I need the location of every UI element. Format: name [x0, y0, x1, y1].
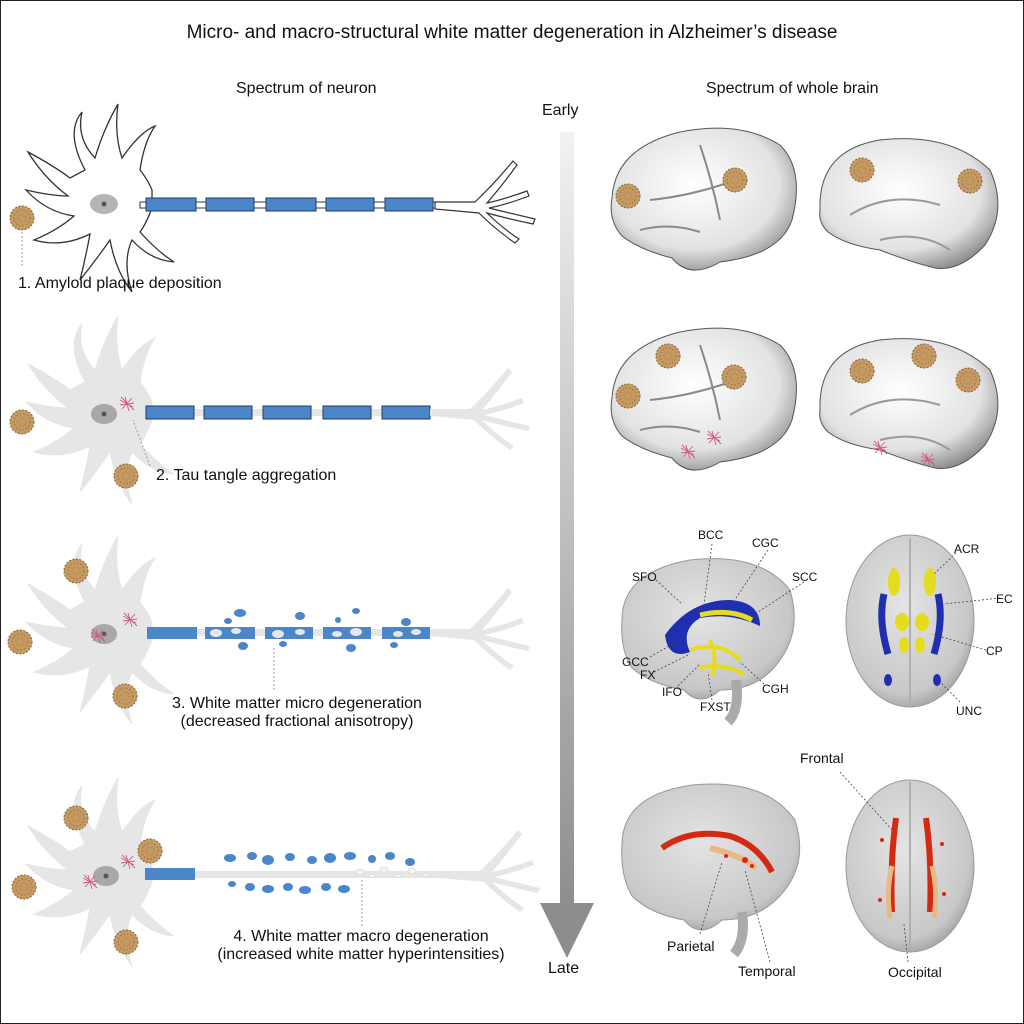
brain-medial-row-1	[819, 138, 999, 270]
brain-lateral-row-2	[610, 327, 797, 471]
region-label-temporal: Temporal	[738, 963, 796, 979]
neuron-row-1	[9, 103, 536, 293]
region-label-occipital: Occipital	[888, 964, 942, 980]
tract-label-cgh: CGH	[762, 682, 789, 696]
brain-medial-row-2	[819, 338, 999, 470]
tract-label-fx: FX	[640, 668, 656, 682]
tract-label-ec: EC	[996, 592, 1013, 606]
tract-label-fxst: FXST	[700, 700, 731, 714]
brain-lateral-wmh	[621, 783, 801, 963]
step-4-label: 4. White matter macro degeneration (incr…	[196, 928, 526, 964]
timeline-start-label: Early	[542, 102, 579, 119]
figure-title: Micro- and macro-structural white matter…	[186, 22, 838, 43]
myelin-fragments-row-4	[224, 852, 415, 894]
tract-label-cp: CP	[986, 644, 1003, 658]
tract-label-acr: ACR	[954, 542, 980, 556]
tract-label-sfo: SFO	[632, 570, 657, 584]
step-4-line-2: (increased white matter hyperintensities…	[217, 946, 505, 963]
neuron-row-4	[11, 777, 540, 967]
tract-label-gcc: GCC	[622, 655, 649, 669]
neuron-row-2	[9, 315, 530, 505]
brain-spectrum-header: Spectrum of whole brain	[706, 80, 879, 97]
soma-healthy	[25, 103, 175, 293]
step-3-line-2: (decreased fractional anisotropy)	[180, 713, 414, 730]
step-4-line-1: 4. White matter macro degeneration	[233, 928, 489, 945]
brain-lateral-row-1	[610, 127, 797, 271]
region-label-frontal: Frontal	[800, 750, 844, 766]
step-3-line-1: 3. White matter micro degeneration	[172, 695, 422, 712]
neuron-spectrum-header: Spectrum of neuron	[236, 80, 377, 97]
tract-label-scc: SCC	[792, 570, 818, 584]
tract-label-cgc: CGC	[752, 536, 779, 550]
brain-axial-tracts	[845, 534, 1001, 708]
timeline-end-label: Late	[548, 960, 580, 977]
step-2-label: 2. Tau tangle aggregation	[156, 467, 337, 484]
tract-label-bcc: BCC	[698, 528, 724, 542]
brain-axial-wmh	[839, 771, 975, 963]
tract-label-unc: UNC	[956, 704, 982, 718]
brain-lateral-tracts	[621, 543, 805, 726]
step-1-label: 1. Amyloid plaque deposition	[18, 275, 222, 292]
step-3-label: 3. White matter micro degeneration (decr…	[152, 695, 442, 731]
neuron-row-3	[7, 535, 530, 725]
timeline-arrow	[540, 132, 594, 958]
region-label-parietal: Parietal	[667, 938, 715, 954]
tract-label-ifo: IFO	[662, 685, 682, 699]
